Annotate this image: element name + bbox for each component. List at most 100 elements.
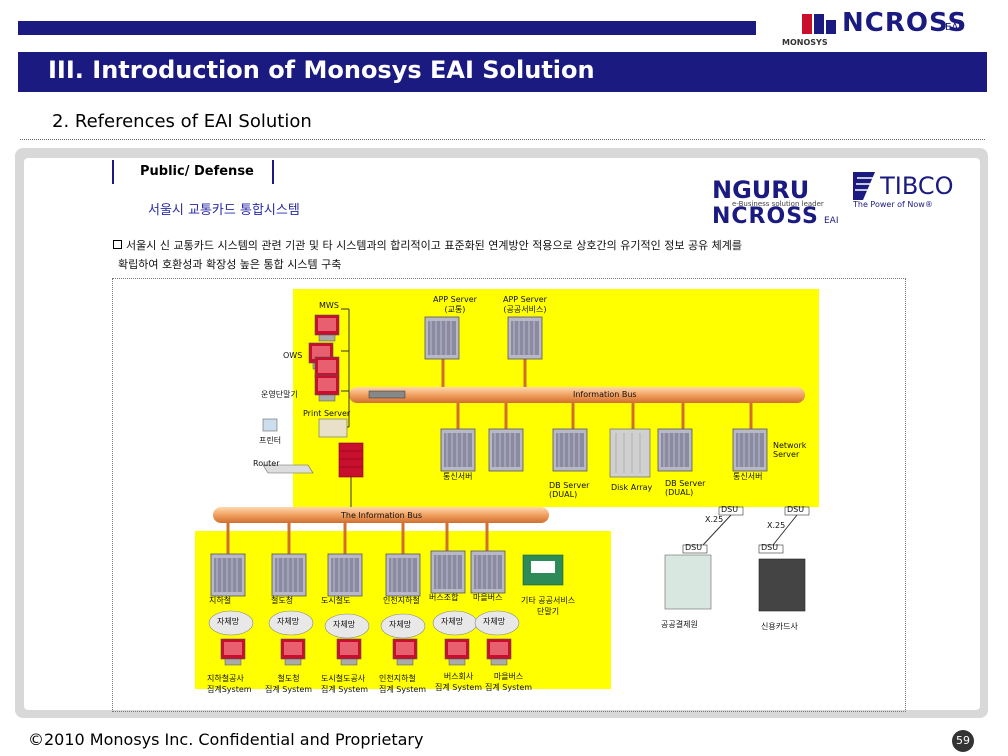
agg-label-2: 자체망 — [277, 617, 300, 626]
bus-union-label: 버스조합 — [429, 593, 459, 602]
x25-2-label: X.25 — [767, 521, 786, 530]
tibco-brand: TIBCO — [880, 172, 954, 200]
info-bus-label: Information Bus — [573, 390, 637, 399]
footer-copyright: ©2010 Monosys Inc. Confidential and Prop… — [28, 730, 424, 749]
x25-1-label: X.25 — [705, 515, 724, 524]
divider — [20, 139, 985, 140]
bus-union-server — [430, 550, 466, 594]
db-server-1 — [552, 428, 588, 472]
nguru-tagline: e-Business solution leader — [732, 200, 824, 208]
sys5-label: 버스회사 집계 System — [435, 672, 483, 692]
city-rail-label: 도시철도 — [321, 596, 351, 605]
agg-label-3: 자체망 — [333, 620, 356, 629]
description: 서울시 신 교통카드 시스템의 관련 기관 및 타 시스템과의 합리적이고 표준… — [113, 236, 873, 274]
city-rail-server — [327, 553, 363, 597]
firewall-icon — [338, 442, 364, 478]
village-bus-label: 마을버스 — [473, 593, 503, 602]
incheon-label: 인천지하철 — [383, 596, 420, 605]
dsu-3-label: DSU — [685, 543, 703, 552]
dsu-box-3 — [682, 544, 708, 554]
category-label: Public/ Defense — [140, 164, 254, 179]
db-server-2 — [657, 428, 693, 472]
page-title: III. Introduction of Monosys EAI Solutio… — [48, 56, 595, 84]
ops-terminal-label: 운영단말기 — [261, 390, 298, 399]
disk-array — [609, 428, 651, 478]
architecture-diagram: MWS OWS 운영단말기 APP Server (교통) APP Server… — [112, 278, 906, 712]
information-bus — [349, 387, 805, 403]
mws-label: MWS — [319, 301, 339, 310]
sys4-label: 인천지하철 집계 System — [379, 674, 427, 694]
agg-label-1: 자체망 — [217, 617, 240, 626]
ows-label: OWS — [283, 351, 303, 360]
eai-suffix: EAI — [945, 22, 962, 33]
ncross-logo: NCROSS EAI — [712, 204, 839, 229]
title-bar — [18, 52, 987, 92]
ncross-brand-2: NCROSS — [712, 204, 819, 229]
other-services-label: 기타 공공서비스 단말기 — [521, 596, 576, 616]
village-bus-server — [470, 550, 506, 594]
the-information-bus — [213, 507, 549, 523]
public-agency-label: 공공결제원 — [661, 620, 698, 629]
the-info-bus-label: The Information Bus — [341, 511, 422, 520]
top-accent-bar — [18, 21, 756, 35]
app-server-2 — [507, 316, 543, 360]
section-subtitle: 2. References of EAI Solution — [52, 111, 312, 132]
comm-server-2-label: 통신서버 — [733, 472, 763, 481]
ncross-brand: NCROSS — [842, 8, 968, 38]
network-server — [732, 428, 768, 472]
category-left-bar — [112, 160, 114, 184]
sys6-label: 마을버스 집계 System — [485, 672, 533, 692]
printer-label: 프린터 — [259, 436, 282, 445]
dsu-4-label: DSU — [761, 543, 779, 552]
monosys-logo: NCROSS EAI MONOSYS — [782, 8, 970, 50]
comm-server-1-label: 통신서버 — [443, 472, 473, 481]
checkbox-bullet-icon — [113, 240, 122, 249]
railway-label: 철도청 — [271, 596, 294, 605]
network-server-label: Network Server — [773, 441, 807, 459]
page-number: 59 — [952, 730, 974, 752]
dsu-1-label: DSU — [721, 505, 739, 514]
credit-card-system — [758, 558, 806, 612]
monosys-company: MONOSYS — [782, 38, 828, 47]
sys3-label: 도시철도공사 집계 System — [321, 674, 369, 694]
disk-array-label: Disk Array — [611, 483, 653, 492]
incheon-server — [385, 553, 421, 597]
printer-icon — [262, 418, 278, 432]
subway-label: 지하철 — [209, 596, 232, 605]
description-line-1: 서울시 신 교통카드 시스템의 관련 기관 및 타 시스템과의 합리적이고 표준… — [126, 239, 743, 252]
sys2-label: 철도청 집계 System — [265, 674, 313, 694]
app-server-1-label: APP Server (교통) — [433, 295, 477, 314]
credit-card-label: 신용카드사 — [761, 622, 798, 631]
agg-label-5: 자체망 — [441, 617, 464, 626]
project-title: 서울시 교통카드 통합시스템 — [148, 203, 300, 218]
nguru-logo: NGURU e-Business solution leader — [712, 176, 824, 208]
tibco-logo: TIBCO The Power of Now® — [853, 172, 954, 209]
comm-server-2 — [488, 428, 524, 472]
print-server — [318, 418, 348, 438]
router-label: Router — [253, 459, 280, 468]
tibco-tagline: The Power of Now® — [853, 200, 933, 209]
monosys-mark-icon — [802, 14, 836, 34]
subway-server — [210, 553, 246, 597]
description-line-2: 확립하여 호환성과 확장성 높은 통합 시스템 구축 — [118, 258, 342, 271]
db-server-2-label: DB Server (DUAL) — [665, 479, 706, 497]
agg-label-6: 자체망 — [483, 617, 506, 626]
comm-server-1 — [440, 428, 476, 472]
db-server-1-label: DB Server (DUAL) — [549, 481, 590, 499]
diagram-canvas — [195, 289, 819, 689]
app-server-2-label: APP Server (공공서비스) — [503, 295, 547, 314]
tibco-mark-icon — [853, 172, 875, 200]
router-icon — [262, 464, 314, 474]
bus-switch — [368, 390, 406, 399]
ncross-suffix-2: EAI — [824, 216, 839, 226]
sys1-label: 지하철공사 집계System — [207, 674, 252, 694]
agg-label-4: 자체망 — [389, 620, 412, 629]
dsu-box-4 — [758, 544, 784, 554]
nguru-brand: NGURU — [712, 176, 810, 204]
print-server-label: Print Server — [303, 409, 351, 418]
public-agency-system — [664, 554, 712, 610]
dsu-2-label: DSU — [787, 505, 805, 514]
category-right-bar — [272, 160, 274, 184]
railway-server — [271, 553, 307, 597]
app-server-1 — [424, 316, 460, 360]
